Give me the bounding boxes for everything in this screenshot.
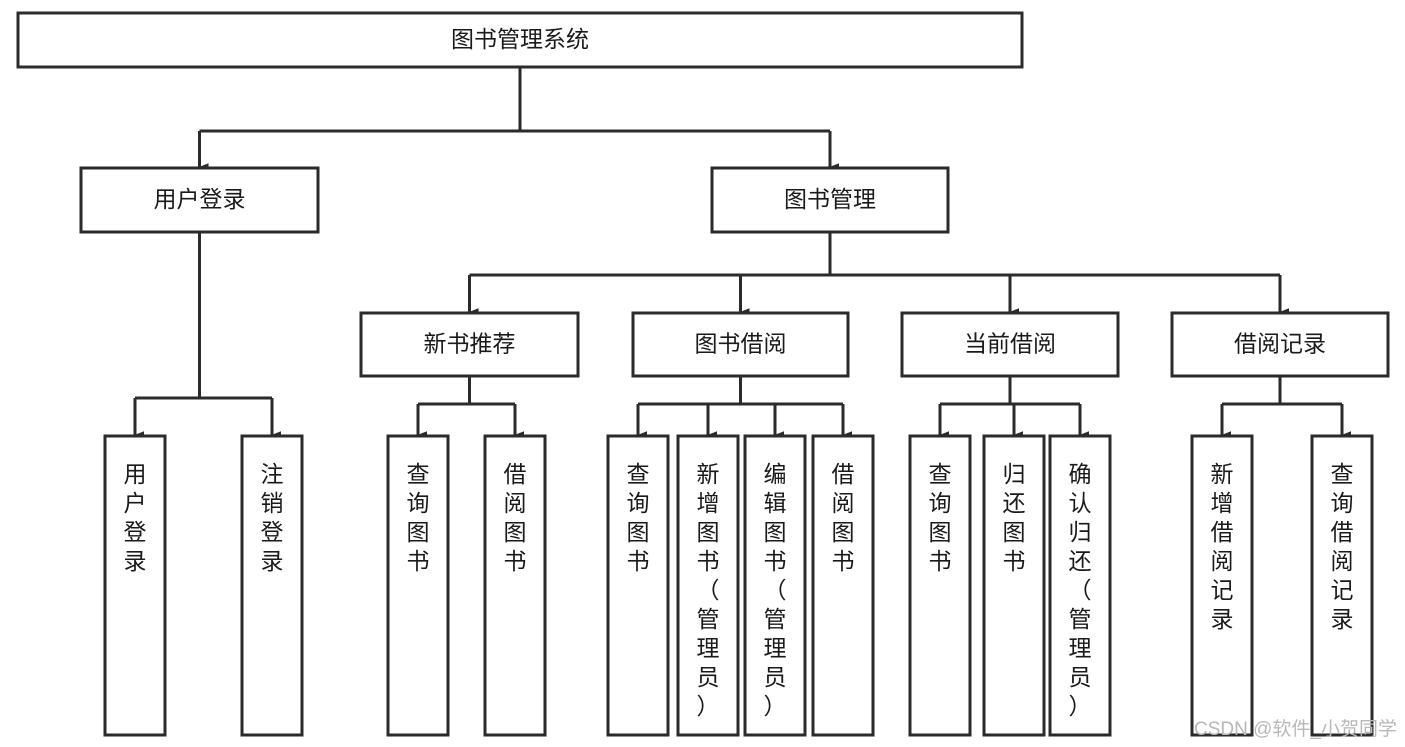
node-leaf-borrow-book-1[interactable]: 借阅图书	[483, 434, 547, 737]
node-label-leaf-query-book-1: 查询图书	[407, 461, 430, 574]
node-box-user-login	[79, 166, 320, 234]
node-label-leaf-borrow-book-1: 借阅图书	[504, 461, 527, 574]
node-box-leaf-query-record	[1310, 434, 1374, 737]
node-label-leaf-query-book-2: 查询图书	[627, 461, 650, 574]
node-box-leaf-user-logout	[240, 434, 304, 737]
node-label-leaf-user-logout: 注销登录	[261, 461, 284, 574]
node-box-book-borrow	[631, 311, 850, 378]
node-box-leaf-borrow-book-2	[811, 434, 875, 737]
node-box-leaf-add-record	[1190, 434, 1254, 737]
node-label-leaf-borrow-book-2: 借阅图书	[832, 461, 855, 574]
node-label-leaf-query-book-3: 查询图书	[929, 461, 952, 574]
node-box-leaf-query-book-3	[908, 434, 972, 737]
node-label-book-borrow: 图书借阅	[695, 331, 787, 357]
node-leaf-add-book[interactable]: 新增图书（管理员）	[676, 434, 740, 737]
node-box-leaf-confirm-return	[1048, 434, 1112, 737]
node-label-new-book-rec: 新书推荐	[424, 331, 516, 357]
node-leaf-user-login[interactable]: 用户登录	[103, 434, 167, 737]
node-user-login[interactable]: 用户登录	[79, 166, 320, 234]
node-leaf-user-logout[interactable]: 注销登录	[240, 434, 304, 737]
node-label-leaf-query-record: 查询借阅记录	[1331, 461, 1354, 632]
node-label-borrow-record: 借阅记录	[1234, 331, 1326, 357]
node-box-new-book-rec	[359, 311, 580, 378]
watermark-text: CSDN @软件_小贺同学	[1194, 719, 1397, 740]
node-leaf-query-book-2[interactable]: 查询图书	[606, 434, 670, 737]
node-box-leaf-user-login	[103, 434, 167, 737]
node-current-borrow[interactable]: 当前借阅	[900, 311, 1120, 378]
node-leaf-edit-book[interactable]: 编辑图书（管理员）	[743, 434, 807, 737]
connector-edges	[133, 67, 1352, 440]
node-box-leaf-add-book	[676, 434, 740, 737]
node-new-book-rec[interactable]: 新书推荐	[359, 311, 580, 378]
node-box-leaf-borrow-book-1	[483, 434, 547, 737]
node-box-leaf-query-book-1	[386, 434, 450, 737]
node-label-leaf-confirm-return: 确认归还（管理员）	[1069, 461, 1092, 719]
node-label-leaf-return-book: 归还图书	[1003, 461, 1026, 574]
node-label-root: 图书管理系统	[451, 26, 589, 52]
node-box-leaf-query-book-2	[606, 434, 670, 737]
node-box-leaf-return-book	[982, 434, 1046, 737]
node-boxes: 用户登录注销登录查询图书借阅图书查询图书新增图书（管理员）编辑图书（管理员）借阅…	[16, 11, 1390, 737]
node-box-current-borrow	[900, 311, 1120, 378]
node-book-manage[interactable]: 图书管理	[710, 166, 950, 234]
node-leaf-confirm-return[interactable]: 确认归还（管理员）	[1048, 434, 1112, 737]
node-box-leaf-edit-book	[743, 434, 807, 737]
node-label-leaf-edit-book: 编辑图书（管理员）	[764, 461, 787, 719]
node-leaf-query-record[interactable]: 查询借阅记录	[1310, 434, 1374, 737]
node-label-book-manage: 图书管理	[784, 186, 876, 212]
node-box-borrow-record	[1170, 311, 1390, 378]
node-label-current-borrow: 当前借阅	[964, 331, 1056, 357]
node-leaf-query-book-1[interactable]: 查询图书	[386, 434, 450, 737]
node-root[interactable]: 图书管理系统	[16, 11, 1024, 69]
node-borrow-record[interactable]: 借阅记录	[1170, 311, 1390, 378]
node-box-root	[16, 11, 1024, 69]
node-label-leaf-add-record: 新增借阅记录	[1211, 461, 1234, 632]
node-label-leaf-add-book: 新增图书（管理员）	[697, 461, 720, 719]
node-leaf-borrow-book-2[interactable]: 借阅图书	[811, 434, 875, 737]
node-leaf-query-book-3[interactable]: 查询图书	[908, 434, 972, 737]
node-book-borrow[interactable]: 图书借阅	[631, 311, 850, 378]
node-box-book-manage	[710, 166, 950, 234]
node-label-user-login: 用户登录	[154, 186, 246, 212]
node-leaf-return-book[interactable]: 归还图书	[982, 434, 1046, 737]
node-leaf-add-record[interactable]: 新增借阅记录	[1190, 434, 1254, 737]
node-label-leaf-user-login: 用户登录	[124, 461, 147, 574]
